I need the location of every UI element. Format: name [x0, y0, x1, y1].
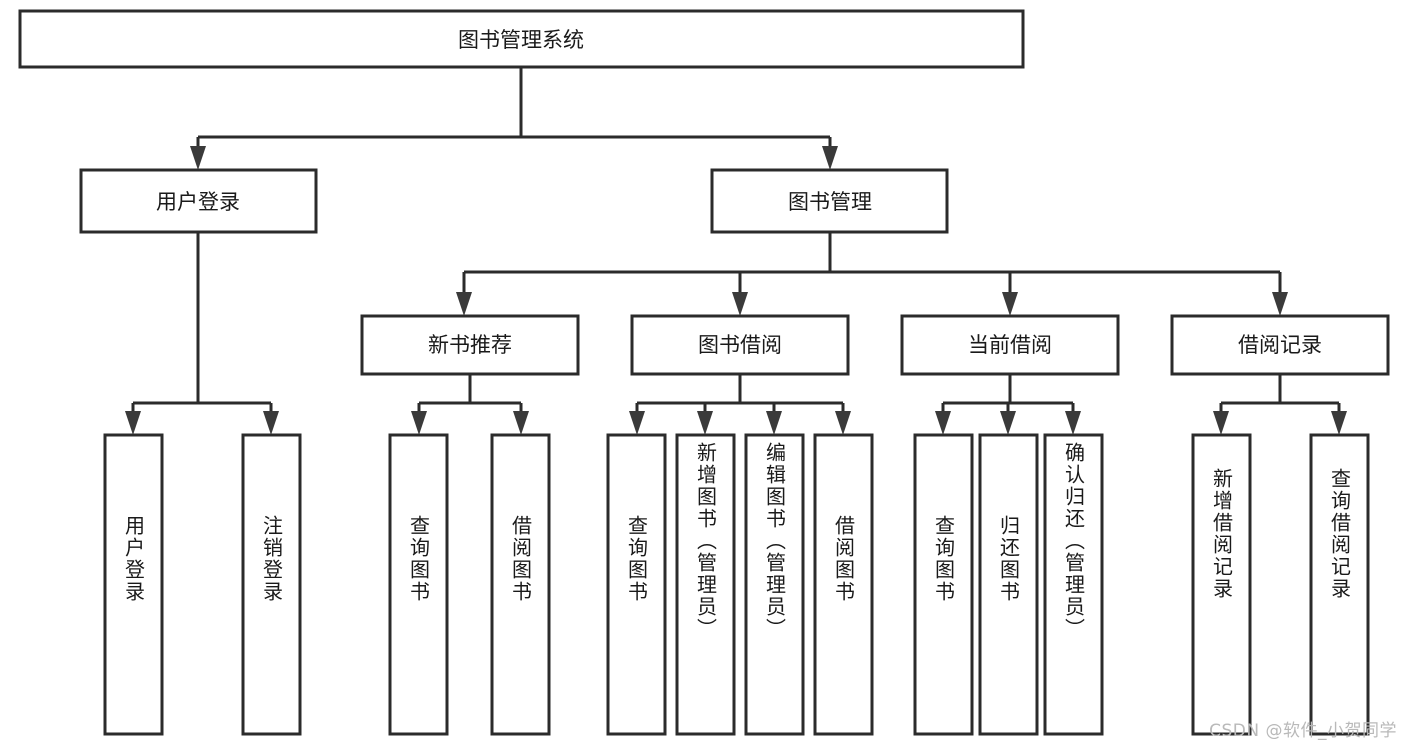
leaf-node-currentborrow-query[interactable]	[913, 433, 974, 736]
leaf-node-borrowrecord-add[interactable]	[1191, 433, 1252, 736]
leaf-node-bookborrow-add[interactable]	[675, 433, 736, 736]
leaf-node-newbook-query[interactable]	[388, 433, 449, 736]
connector-newbook-to-leaves	[411, 374, 529, 435]
node-user-login-label: 用户登录	[156, 190, 240, 214]
connector-userlogin-to-leaves	[125, 232, 279, 435]
node-current-borrow[interactable]: 当前借阅	[900, 314, 1120, 376]
node-current-borrow-label: 当前借阅	[968, 333, 1052, 357]
connector-root-to-level2	[190, 67, 838, 170]
node-book-management-label: 图书管理	[788, 190, 872, 214]
leaf-node-borrowrecord-query[interactable]	[1309, 433, 1370, 736]
leaf-node-user-login-login[interactable]	[103, 433, 164, 736]
node-book-management[interactable]: 图书管理	[710, 168, 949, 234]
leaf-node-bookborrow-borrow[interactable]	[813, 433, 874, 736]
leaf-node-currentborrow-confirm[interactable]	[1043, 433, 1104, 736]
connector-bookmgmt-to-level3	[456, 232, 1288, 316]
node-user-login[interactable]: 用户登录	[79, 168, 318, 234]
leaf-node-bookborrow-edit[interactable]	[744, 433, 805, 736]
watermark-text: CSDN @软件_小贺同学	[1209, 721, 1397, 741]
node-new-book-recommend-label: 新书推荐	[428, 333, 512, 357]
node-new-book-recommend[interactable]: 新书推荐	[360, 314, 580, 376]
leaf-node-user-login-logout[interactable]	[241, 433, 302, 736]
leaf-node-newbook-borrow[interactable]	[490, 433, 551, 736]
leaf-node-currentborrow-return[interactable]	[978, 433, 1039, 736]
connector-borrowrecord-to-leaves	[1213, 374, 1347, 435]
node-root[interactable]: 图书管理系统	[18, 9, 1025, 69]
connector-currentborrow-to-leaves	[935, 374, 1081, 435]
leaf-node-bookborrow-query[interactable]	[606, 433, 667, 736]
node-root-label: 图书管理系统	[458, 28, 584, 52]
node-book-borrow[interactable]: 图书借阅	[630, 314, 850, 376]
node-borrow-record-label: 借阅记录	[1238, 333, 1322, 357]
connector-bookborrow-to-leaves	[629, 374, 851, 435]
node-book-borrow-label: 图书借阅	[698, 333, 782, 357]
node-borrow-record[interactable]: 借阅记录	[1170, 314, 1390, 376]
